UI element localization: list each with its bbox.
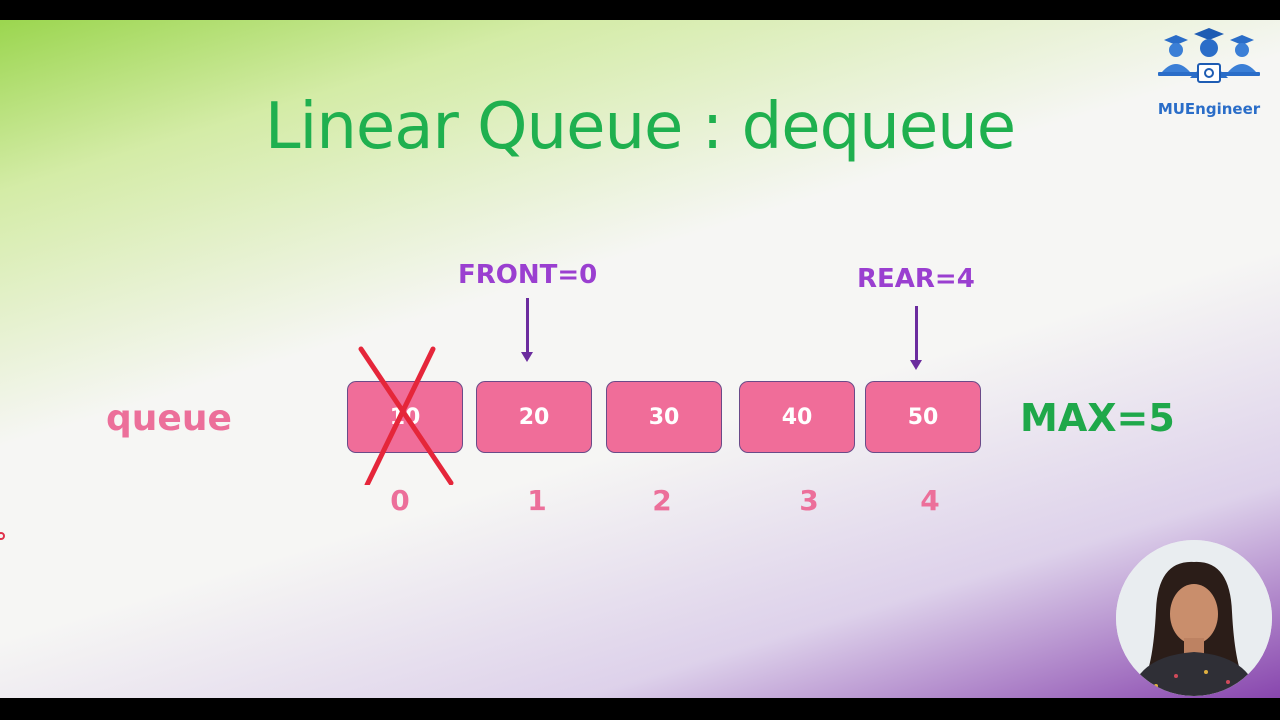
queue-cell-3: 40 — [739, 381, 855, 453]
front-arrow-icon — [521, 298, 533, 362]
slide: Linear Queue : dequeue MUEngineer queue … — [0, 20, 1280, 698]
index-label-2: 2 — [652, 484, 672, 517]
index-label-4: 4 — [920, 484, 940, 517]
front-pointer-label: FRONT=0 — [458, 260, 598, 290]
queue-label: queue — [106, 398, 232, 439]
graduates-icon — [1158, 28, 1260, 83]
queue-cell-1: 20 — [476, 381, 592, 453]
index-label-3: 3 — [799, 484, 819, 517]
presenter-webcam — [1116, 540, 1272, 696]
max-label: MAX=5 — [1020, 396, 1175, 440]
slide-title: Linear Queue : dequeue — [264, 90, 1016, 164]
index-label-1: 1 — [527, 484, 547, 517]
queue-cell-2: 30 — [606, 381, 722, 453]
mu-engineer-logo: MUEngineer — [1150, 26, 1268, 118]
logo-text: MUEngineer — [1157, 100, 1261, 118]
presenter-icon — [1116, 540, 1272, 696]
cross-out-icon — [358, 346, 454, 485]
rear-arrow-icon — [910, 306, 922, 370]
queue-cell-4: 50 — [865, 381, 981, 453]
index-label-0: 0 — [390, 484, 410, 517]
pointer-dot-icon — [0, 532, 5, 540]
rear-pointer-label: REAR=4 — [857, 264, 975, 294]
